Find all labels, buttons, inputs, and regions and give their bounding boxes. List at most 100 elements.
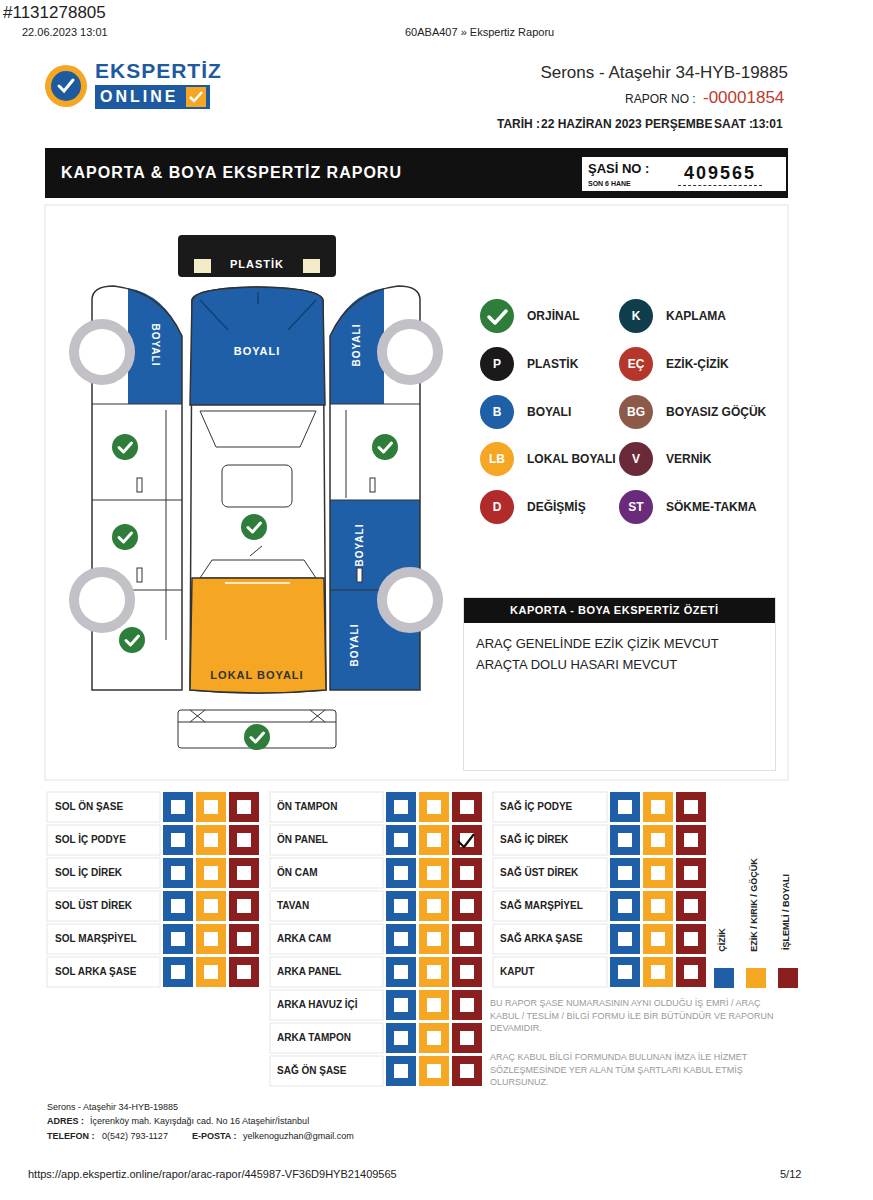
check-box-inner (684, 833, 698, 847)
label: KAPUT (500, 966, 534, 978)
check-box (229, 792, 259, 822)
label: -00001854 (703, 88, 784, 108)
check-box-inner (684, 866, 698, 880)
label: EKSPERTİZ (95, 58, 222, 83)
check-box (386, 957, 416, 987)
check-box-inner (460, 965, 474, 979)
table-cell (47, 825, 160, 855)
check-box-inner (460, 932, 474, 946)
original-marks (112, 434, 398, 750)
check-box-inner (427, 800, 441, 814)
check-box (452, 957, 482, 987)
node-text: ŞASİ NO : (588, 161, 649, 176)
damage-tick (458, 834, 474, 847)
label: yelkenoguzhan@gmail.com (243, 1131, 354, 1142)
check-box (419, 924, 449, 954)
label: ARAÇ KABUL BİLGİ FORMUNDA BULUNAN İMZA İ… (490, 1051, 790, 1089)
check-box-inner (427, 833, 441, 847)
car-left-side (74, 286, 182, 690)
legend-text: ORJİNAL (527, 309, 580, 323)
original-check-icon (489, 311, 506, 323)
check-box (643, 891, 673, 921)
label: ÖN CAM (277, 867, 318, 879)
label: TELEFON : (47, 1131, 95, 1142)
label: 60ABA407 » Ekspertiz Raporu (405, 26, 554, 39)
check-box-inner (651, 899, 665, 913)
summary-box: KAPORTA - BOYA EKSPERTİZ ÖZETİARAÇ GENEL… (463, 597, 776, 771)
label: ÖN PANEL (277, 834, 328, 846)
check-box-inner (394, 866, 408, 880)
check-box (229, 924, 259, 954)
check-box (419, 825, 449, 855)
check-box (386, 1056, 416, 1086)
table-cell (493, 924, 607, 954)
check-box (419, 1056, 449, 1086)
check-box-inner (394, 1064, 408, 1078)
table-cell (47, 957, 160, 987)
label: BOYALI (234, 345, 281, 358)
table-cell (270, 957, 383, 987)
check-box (386, 924, 416, 954)
check-box (610, 792, 640, 822)
check-box-inner (171, 833, 185, 847)
node-text: ARAÇ GENELİNDE EZİK ÇİZİK MEVCUT (476, 636, 719, 651)
label: ST (628, 500, 643, 514)
report-title: KAPORTA & BOYA EKSPERTİZ RAPORU (61, 163, 402, 182)
label: SAAT : (714, 117, 753, 131)
check-box (196, 825, 226, 855)
check-box (419, 792, 449, 822)
label: SOL ARKA ŞASE (55, 966, 136, 978)
check-box (386, 1023, 416, 1053)
check-box-inner (460, 1031, 474, 1045)
table-cell (493, 792, 607, 822)
check-box (610, 891, 640, 921)
node-text: 409565 (678, 163, 762, 186)
legend-text: BOYASIZ GÖÇÜK (666, 404, 766, 418)
check-box (163, 825, 193, 855)
table-cell (47, 891, 160, 921)
label: EZİK / KIRIK / GÖÇÜK (749, 858, 760, 952)
damage-table (47, 792, 706, 1086)
table-cell (270, 990, 383, 1020)
check-box (643, 957, 673, 987)
check-box-inner (651, 833, 665, 847)
check-box-inner (204, 833, 218, 847)
check-box (163, 957, 193, 987)
label: 5/12 (780, 1168, 801, 1181)
table-cell (270, 792, 383, 822)
label: SOL İÇ DİREK (55, 867, 122, 879)
label: İçerenköy mah. Kayışdağı cad. No 16 Ataş… (90, 1116, 309, 1127)
check-box-inner (394, 932, 408, 946)
label: SAĞ İÇ PODYE (500, 801, 572, 813)
check-box-inner (651, 965, 665, 979)
label: BOYALI (354, 524, 366, 567)
check-box-inner (460, 899, 474, 913)
check-box (163, 891, 193, 921)
check-box-inner (684, 899, 698, 913)
label: V (632, 452, 640, 466)
check-box (386, 990, 416, 1020)
check-box-inner (460, 800, 474, 814)
check-box-inner (394, 800, 408, 814)
chassis-box: ŞASİ NO :SON 6 HANE409565 (580, 155, 788, 193)
legend-swatch (480, 299, 514, 333)
check-box-inner (684, 800, 698, 814)
table-cell (270, 858, 383, 888)
check-box-inner (618, 833, 632, 847)
label: ARKA PANEL (277, 966, 341, 978)
table-cell (493, 957, 607, 987)
check-box (163, 858, 193, 888)
check-box (643, 792, 673, 822)
label: ARKA TAMPON (277, 1032, 351, 1044)
check-box (196, 858, 226, 888)
check-box-inner (427, 866, 441, 880)
label: ADRES : (47, 1116, 84, 1127)
table-cell (270, 1056, 383, 1086)
check-box (676, 957, 706, 987)
table-cell (270, 924, 383, 954)
node-text: ARAÇTA DOLU HASARI MEVCUT (476, 657, 677, 672)
table-cell (270, 1023, 383, 1053)
diagram-frame (45, 205, 788, 780)
label: SAĞ MARŞPİYEL (500, 900, 583, 912)
check-box (676, 858, 706, 888)
